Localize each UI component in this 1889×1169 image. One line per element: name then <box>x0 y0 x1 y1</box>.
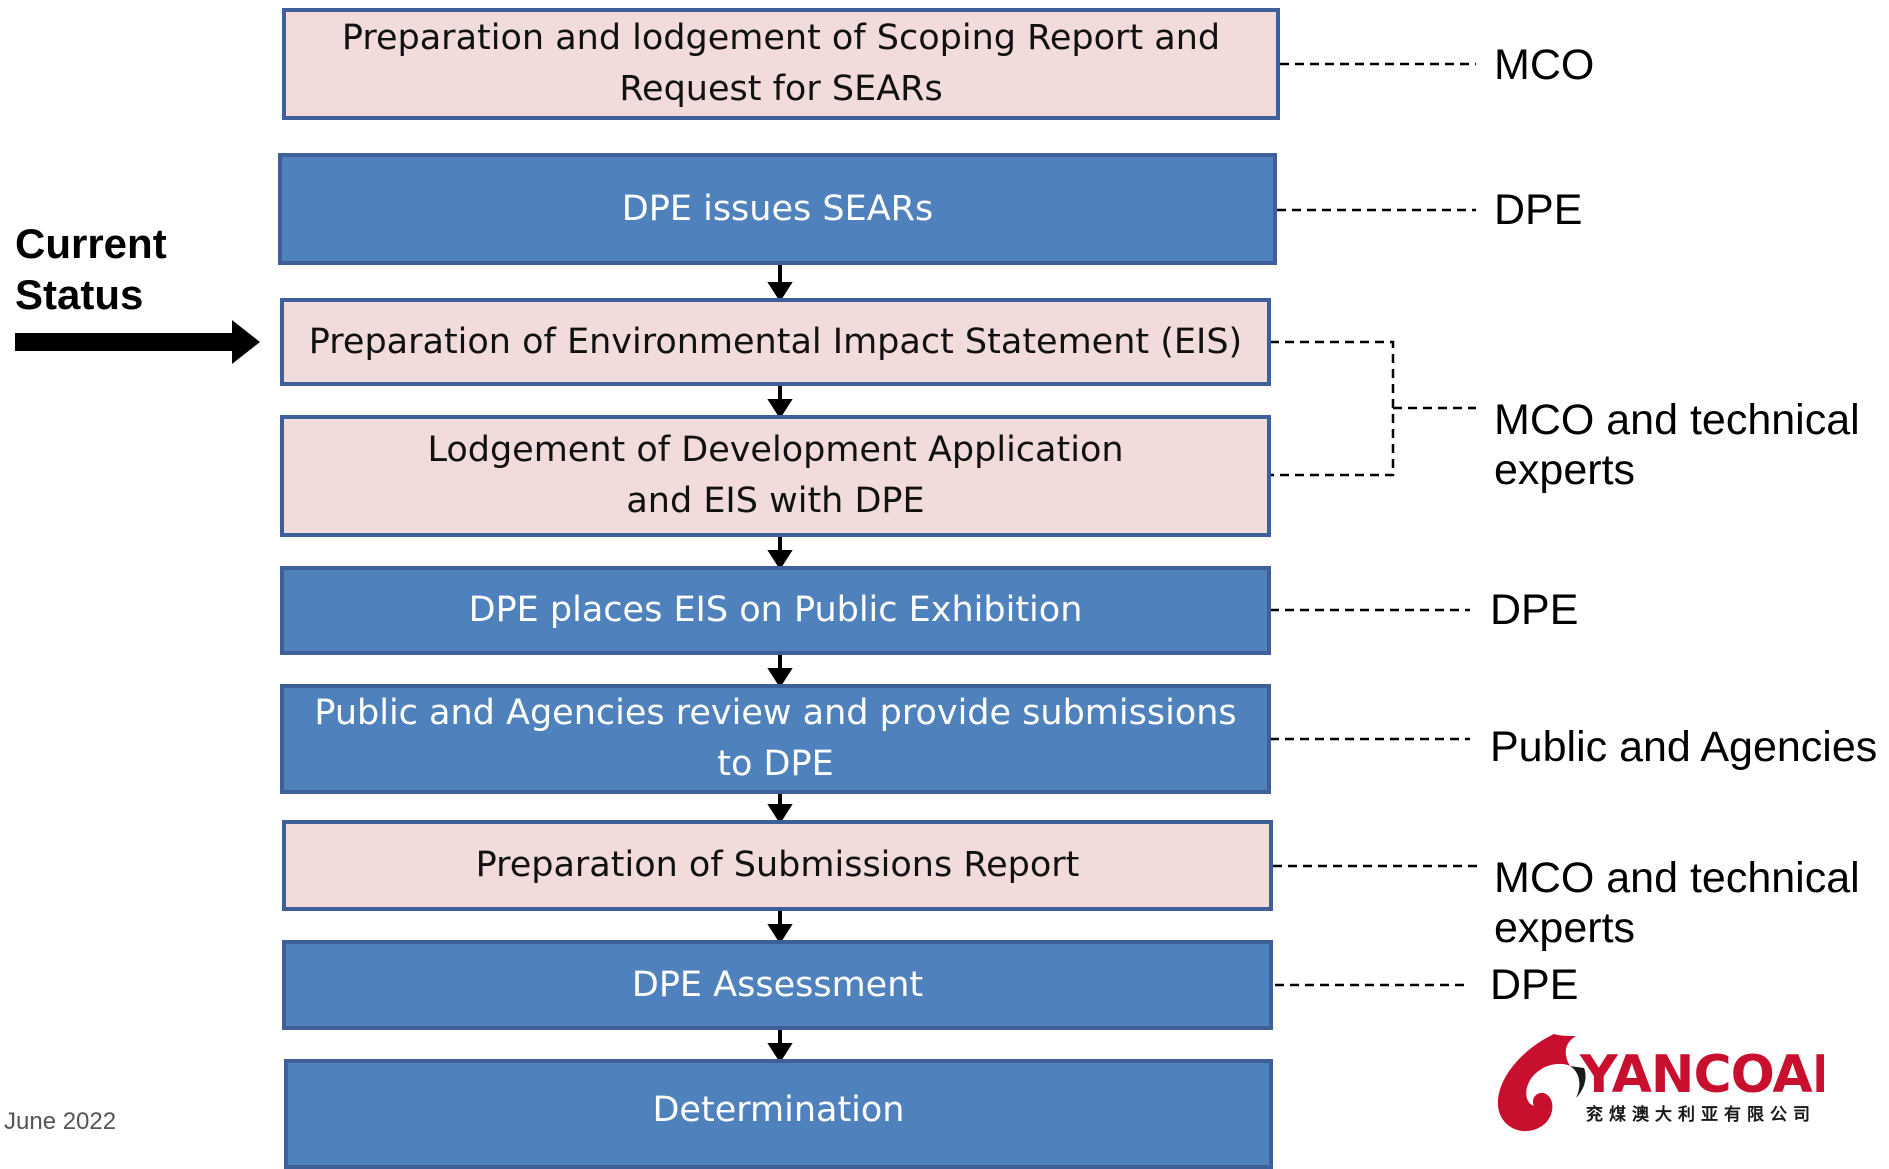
step-dpe-issues-sears: DPE issues SEARs <box>278 153 1277 265</box>
step-lodgement-da: Lodgement of Development Application and… <box>280 415 1271 537</box>
leader-bracket <box>1270 340 1395 477</box>
role-label: MCO <box>1494 41 1595 89</box>
step-preparation-eis: Preparation of Environmental Impact Stat… <box>280 298 1271 386</box>
step-submissions-report: Preparation of Submissions Report <box>282 820 1273 911</box>
step-public-exhibition: DPE places EIS on Public Exhibition <box>280 566 1271 655</box>
step-label: Determination <box>652 1090 905 1130</box>
role-label: MCO and technical experts <box>1494 854 1860 952</box>
footer-date: June 2022 <box>4 1108 117 1135</box>
role-label: DPE <box>1494 186 1583 234</box>
flame-icon <box>1497 1034 1586 1132</box>
current-status-label: Current Status <box>15 220 167 318</box>
step-label: DPE issues SEARs <box>621 188 934 229</box>
step-label: Preparation and lodgement of Scoping Rep… <box>341 18 1221 109</box>
svg-text:YANCOAL: YANCOAL <box>1579 1045 1824 1105</box>
diagram-connectors <box>15 62 1480 1063</box>
step-determination: Determination <box>284 1059 1273 1169</box>
step-label: Public and Agencies review and provide s… <box>314 693 1237 784</box>
step-label: Preparation of Submissions Report <box>475 845 1080 885</box>
role-label: Public and Agencies <box>1490 723 1878 771</box>
role-label: MCO and technical experts <box>1494 396 1860 494</box>
yancoal-logo: YANCOAL 兖煤澳大利亚有限公司 <box>1497 1034 1824 1132</box>
svg-text:兖煤澳大利亚有限公司: 兖煤澳大利亚有限公司 <box>1586 1104 1816 1125</box>
step-dpe-assessment: DPE Assessment <box>282 940 1273 1030</box>
step-label: Preparation of Environmental Impact Stat… <box>308 321 1243 362</box>
role-label: DPE <box>1490 586 1579 634</box>
step-label: Lodgement of Development Application and… <box>427 430 1124 521</box>
step-submissions-review: Public and Agencies review and provide s… <box>280 684 1271 794</box>
role-label: DPE <box>1490 961 1579 1009</box>
step-scoping-report: Preparation and lodgement of Scoping Rep… <box>282 8 1280 120</box>
step-label: DPE Assessment <box>631 964 924 1005</box>
step-label: DPE places EIS on Public Exhibition <box>468 590 1083 630</box>
current-status-arrow <box>15 320 260 364</box>
